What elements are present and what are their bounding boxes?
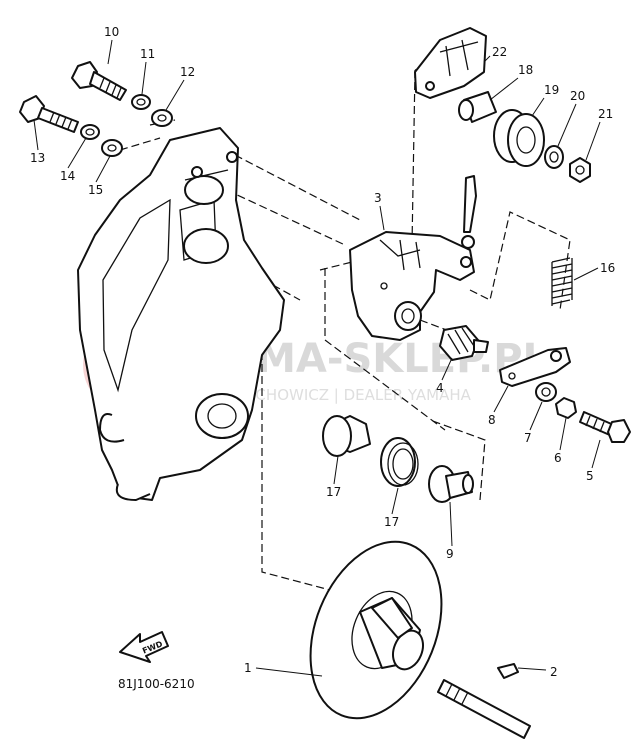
callout-17-left: 17 [326,485,341,499]
roller-19 [493,109,545,167]
washer-14 [80,124,100,140]
lever-housing-3 [349,231,475,341]
callouts: 10 11 12 13 14 15 22 18 19 20 21 3 16 4 … [30,25,615,679]
callout-17-right: 17 [384,515,399,529]
diagram-code: 81J100-6210 [118,677,195,691]
shaft [437,679,531,739]
cable-end [461,175,477,249]
callout-8: 8 [488,413,496,427]
pin-9 [428,465,474,503]
callout-11: 11 [140,47,155,61]
seal-17-left [322,415,371,457]
nut-21 [569,157,591,183]
washer-20 [544,145,564,169]
callout-6: 6 [554,451,562,465]
callout-22: 22 [492,45,507,59]
callout-13: 13 [30,151,45,165]
crankcase-cover [77,127,285,501]
primary-sheave-1 [309,540,443,720]
washer-15 [101,139,123,157]
callout-10: 10 [104,25,119,39]
callout-4: 4 [436,381,444,395]
callout-21: 21 [598,107,613,121]
bolt-10 [71,61,127,101]
bolt-13 [19,95,79,133]
callout-19: 19 [544,83,559,97]
callout-9: 9 [446,547,454,561]
washer-11 [131,94,151,110]
callout-16: 16 [600,261,615,275]
adjuster-4 [439,325,489,361]
bolt-5 [579,411,631,443]
nut-6 [555,397,577,419]
callout-3: 3 [374,191,382,205]
collar-18 [458,91,497,123]
seal-17-right [380,437,419,487]
fwd-arrow: FWD [119,631,169,663]
spring-16 [551,257,573,306]
callout-18: 18 [518,63,533,77]
key-2 [497,663,519,679]
callout-7: 7 [524,431,532,445]
callout-12: 12 [180,65,195,79]
callout-1: 1 [244,661,252,675]
washer-12 [151,109,173,127]
callout-20: 20 [570,89,585,103]
bracket-22 [414,27,487,99]
washer-7 [535,382,557,402]
lever-arm-8 [499,347,571,387]
callout-14: 14 [60,169,75,183]
callout-2: 2 [550,665,558,679]
callout-5: 5 [586,469,594,483]
callout-15: 15 [88,183,103,197]
